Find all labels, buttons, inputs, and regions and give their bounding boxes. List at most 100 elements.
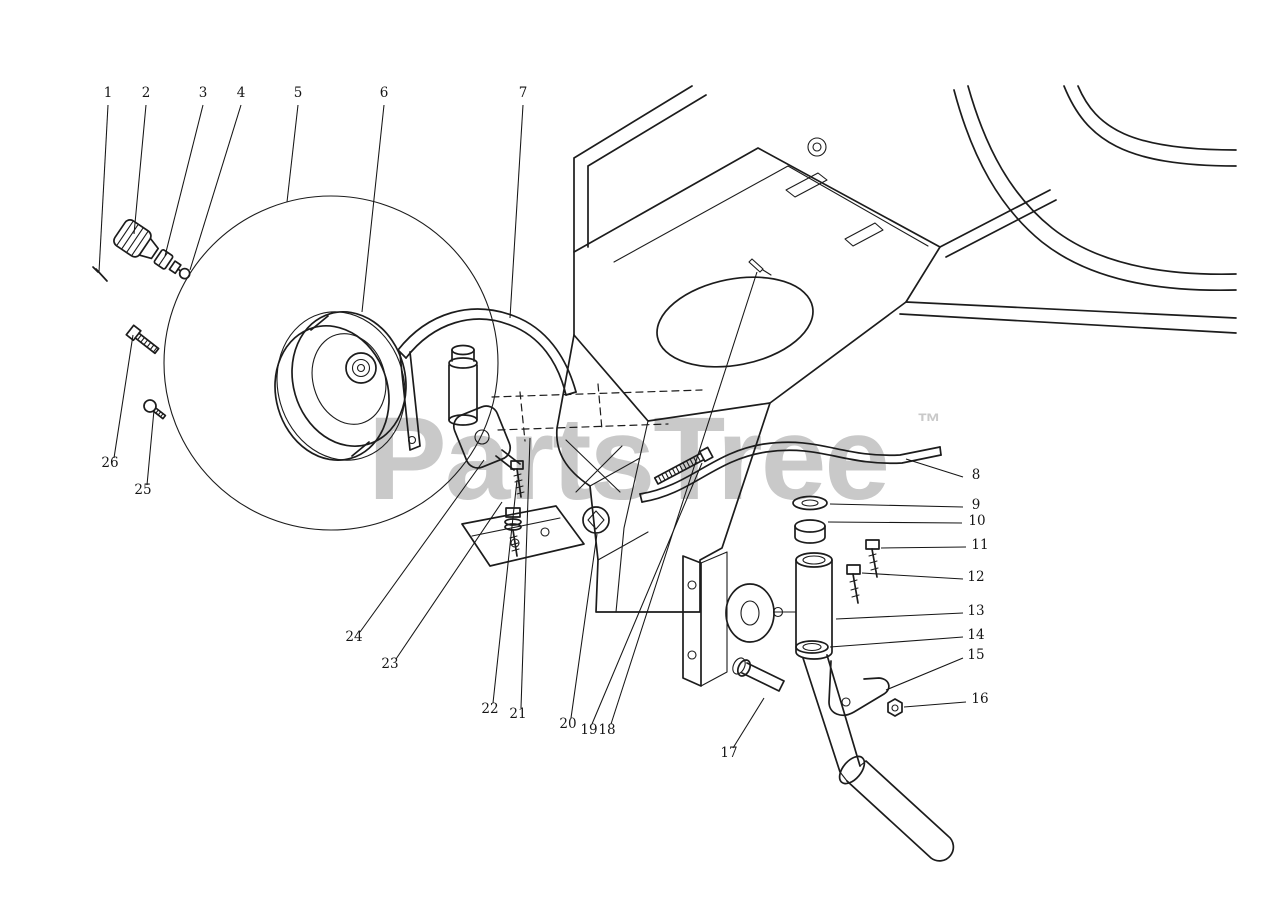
callout-number-13: 13 bbox=[967, 603, 984, 619]
callout-leader-6 bbox=[361, 104, 385, 313]
threaded-rod bbox=[653, 446, 714, 485]
callout-number-22: 22 bbox=[481, 701, 498, 717]
pan-hole bbox=[807, 137, 827, 157]
callout-leader-8 bbox=[905, 458, 964, 478]
callout-number-1: 1 bbox=[104, 85, 113, 101]
column-tube bbox=[795, 552, 833, 660]
damper-disc bbox=[725, 583, 797, 643]
hidden-lines bbox=[491, 383, 703, 442]
brake-drum-assembly bbox=[274, 310, 407, 462]
callout-leader-11 bbox=[880, 546, 967, 549]
frame-curved-rail bbox=[953, 85, 1237, 292]
pan-slot-2 bbox=[844, 222, 884, 247]
square-bushing bbox=[582, 506, 610, 534]
callout-number-25: 25 bbox=[134, 482, 151, 498]
pan-slot-1 bbox=[785, 172, 828, 198]
frame-runner bbox=[899, 301, 1237, 334]
callout-number-23: 23 bbox=[381, 656, 398, 672]
callout-leader-19 bbox=[591, 462, 703, 725]
knob-assembly bbox=[113, 219, 191, 280]
callout-number-18: 18 bbox=[598, 722, 615, 738]
pin-part bbox=[92, 266, 108, 282]
callout-leader-7 bbox=[509, 104, 524, 319]
pivot-post bbox=[448, 344, 478, 426]
callout-leader-17 bbox=[732, 697, 765, 749]
detail-circle bbox=[163, 195, 499, 531]
frame-diagonal-rail bbox=[939, 189, 1057, 258]
strap-bracket bbox=[397, 308, 577, 451]
callout-leader-12 bbox=[861, 572, 964, 580]
callout-number-17: 17 bbox=[720, 745, 737, 761]
callout-leader-23 bbox=[395, 501, 503, 660]
callout-leader-25 bbox=[146, 409, 155, 486]
bolt-11 bbox=[865, 539, 880, 578]
clevis-pin bbox=[732, 657, 785, 692]
callout-leader-21 bbox=[520, 437, 531, 709]
callout-leader-15 bbox=[885, 657, 964, 691]
frame-floor-pan bbox=[573, 147, 941, 422]
steering-column-group bbox=[682, 495, 955, 862]
callout-number-11: 11 bbox=[971, 537, 988, 553]
callout-number-26: 26 bbox=[101, 455, 118, 471]
callout-number-7: 7 bbox=[519, 85, 528, 101]
frame-apron bbox=[555, 334, 771, 613]
callout-leader-5 bbox=[286, 104, 299, 203]
callout-number-6: 6 bbox=[380, 85, 389, 101]
callout-number-20: 20 bbox=[559, 716, 576, 732]
callout-number-19: 19 bbox=[580, 722, 597, 738]
screw-25 bbox=[143, 399, 167, 420]
callout-leader-4 bbox=[189, 104, 242, 271]
watermark-tm: ™ bbox=[917, 409, 941, 436]
callout-leader-3 bbox=[164, 104, 204, 257]
line-art bbox=[92, 85, 1237, 862]
callout-leader-1 bbox=[98, 104, 109, 273]
ring-14 bbox=[795, 640, 829, 654]
callout-leader-9 bbox=[829, 503, 964, 508]
callout-number-14: 14 bbox=[967, 627, 984, 643]
callout-leader-26 bbox=[113, 334, 134, 459]
bolt-18 bbox=[748, 258, 772, 276]
callout-number-3: 3 bbox=[199, 85, 208, 101]
callout-number-21: 21 bbox=[509, 706, 526, 722]
frame-upper-rail bbox=[1063, 85, 1237, 167]
bolt-12 bbox=[846, 564, 861, 604]
callout-number-2: 2 bbox=[142, 85, 151, 101]
lower-shaft bbox=[802, 654, 861, 773]
bushing-10 bbox=[794, 519, 826, 544]
callout-number-5: 5 bbox=[294, 85, 303, 101]
handle-grip bbox=[838, 755, 955, 862]
callout-leader-22 bbox=[492, 479, 518, 704]
washer-9 bbox=[792, 495, 828, 511]
callout-number-8: 8 bbox=[972, 467, 981, 483]
watermark-text: PartsTree bbox=[368, 393, 888, 525]
callout-number-4: 4 bbox=[237, 85, 246, 101]
callout-leader-16 bbox=[903, 701, 967, 708]
frame-left-strut bbox=[573, 85, 707, 253]
callout-leader-10 bbox=[827, 521, 963, 524]
callout-number-10: 10 bbox=[968, 513, 985, 529]
callout-leader-18 bbox=[610, 271, 758, 725]
callout-leader-2 bbox=[133, 104, 147, 235]
hook-bracket bbox=[828, 660, 890, 716]
callout-number-12: 12 bbox=[967, 569, 984, 585]
linkage-group bbox=[397, 308, 942, 567]
frame-group bbox=[555, 85, 1237, 613]
callout-leader-20 bbox=[570, 533, 598, 719]
bolt-22 bbox=[510, 460, 525, 498]
callout-number-9: 9 bbox=[972, 497, 981, 513]
mounting-plate bbox=[461, 505, 585, 567]
bolt-26 bbox=[125, 324, 160, 355]
stabilizer-rod bbox=[639, 441, 942, 503]
callout-leader-13 bbox=[835, 612, 964, 620]
callout-leader-24 bbox=[359, 459, 485, 633]
callout-number-24: 24 bbox=[345, 629, 362, 645]
nut-16 bbox=[887, 698, 903, 717]
pan-opening bbox=[656, 276, 814, 368]
detail-circle-group bbox=[92, 195, 499, 531]
callout-number-16: 16 bbox=[971, 691, 988, 707]
callout-leader-14 bbox=[829, 636, 964, 648]
support-plate bbox=[682, 551, 728, 687]
